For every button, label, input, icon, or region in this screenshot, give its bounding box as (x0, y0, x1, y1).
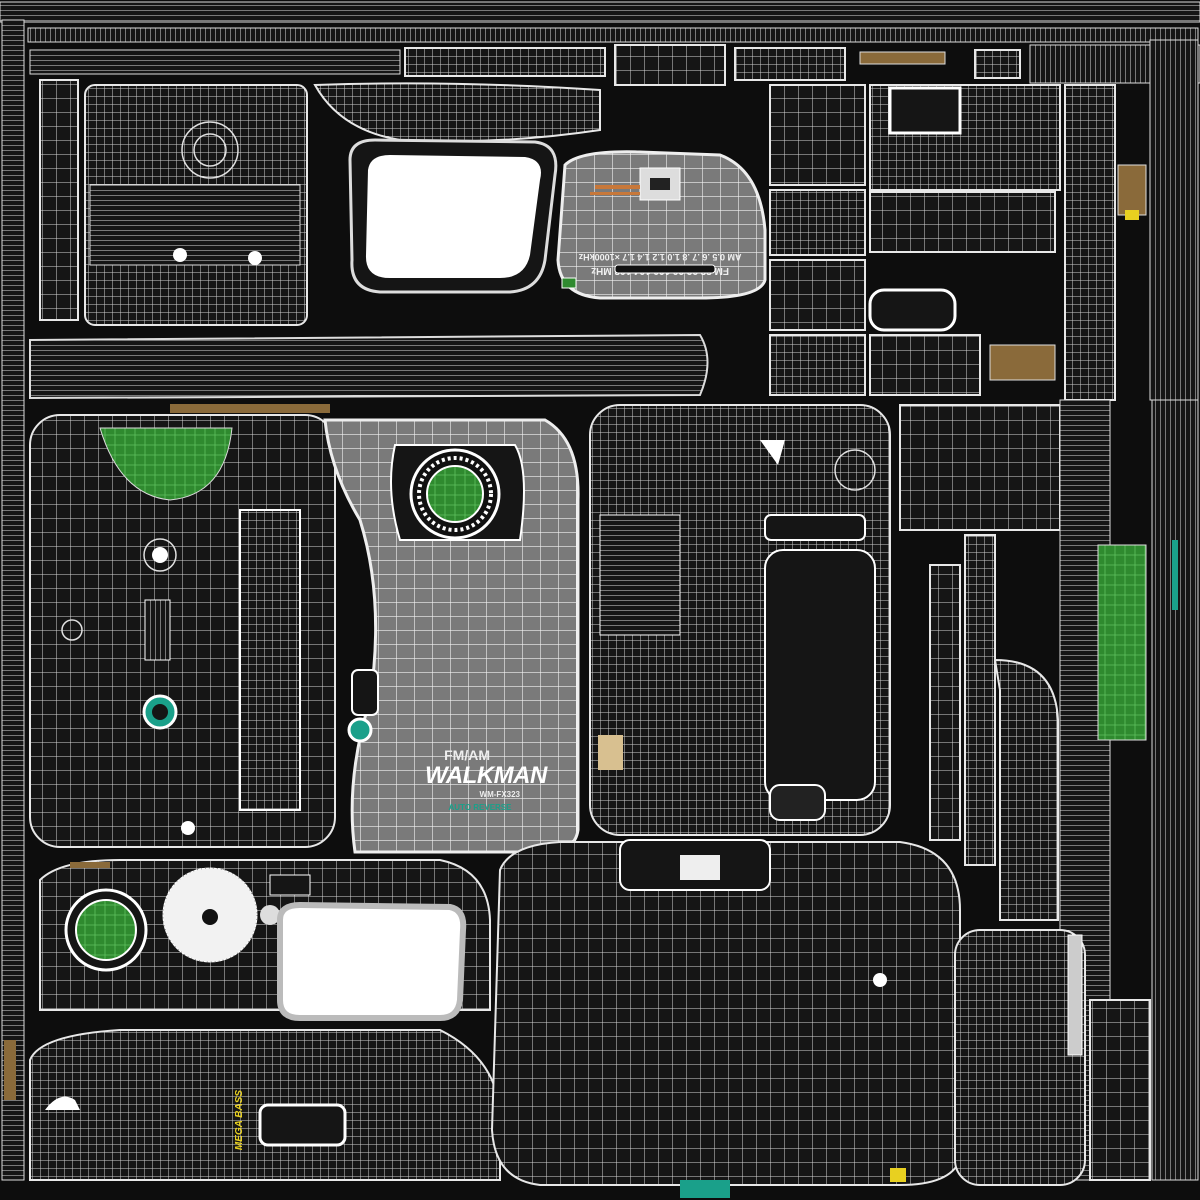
mega-bass-label: MEGA BASS (234, 1090, 245, 1151)
am-scale: AM 0.5 .6 .7 .8 1.0 1.2 1.4 1.7 ×1000kHz (578, 252, 741, 262)
front-cover-uv (589, 404, 891, 836)
left-edge-strip (1, 19, 25, 1181)
upper-curve-uv (313, 82, 601, 143)
side-band-uv (29, 333, 709, 400)
brown-strip (4, 1040, 16, 1100)
walkman-logo: WALKMAN (425, 762, 548, 789)
tuner-dial-panel: FM 88 92 96 100 104 108 MHz AM 0.5 .6 .7… (556, 150, 767, 300)
brown-strip (859, 51, 946, 65)
pcb-green-disc (75, 899, 137, 961)
back-cover-uv (29, 414, 336, 848)
upper-right-parts (769, 39, 1199, 401)
pcb-green-strip (1097, 544, 1147, 741)
brown-strip (170, 404, 330, 413)
pcb-green (99, 427, 233, 501)
model-label: WM-FX323 (480, 790, 521, 799)
teal-ring (347, 717, 373, 743)
bottom-right-parts (954, 929, 1151, 1186)
front-panel-uv: FM/AM WALKMAN WM-FX323 AUTO REVERSE (323, 418, 580, 854)
bottom-shell-uv: MEGA BASS (29, 1029, 501, 1181)
top-strips (0, 1, 1200, 86)
auto-reverse-label: AUTO REVERSE (449, 803, 513, 812)
band-label: FM/AM (444, 747, 490, 763)
lower-housing-uv (490, 839, 961, 1198)
mechanism-panel-uv (39, 859, 491, 1021)
brown-strip (989, 344, 1056, 381)
jog-button-green (426, 465, 484, 523)
display-lens-top (348, 138, 558, 294)
cassette-door-uv (39, 79, 308, 326)
